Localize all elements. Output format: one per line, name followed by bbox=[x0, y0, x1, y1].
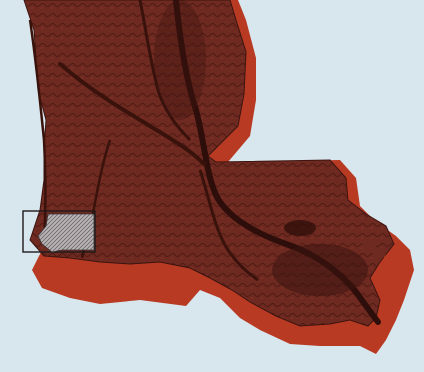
delta-islands bbox=[360, 236, 386, 260]
river-atchafalaya bbox=[198, 169, 259, 282]
lake-pontchartrain bbox=[284, 220, 316, 236]
river-ouachita bbox=[138, 0, 192, 142]
highlight-frame[interactable] bbox=[22, 210, 96, 253]
river-red bbox=[58, 62, 206, 166]
river-sabine bbox=[28, 19, 47, 241]
delta-lowland bbox=[272, 244, 368, 296]
delta-fingers bbox=[380, 250, 404, 300]
river-mississippi bbox=[173, 0, 381, 325]
north-lowland bbox=[154, 0, 206, 120]
highlight-area[interactable] bbox=[37, 213, 95, 253]
